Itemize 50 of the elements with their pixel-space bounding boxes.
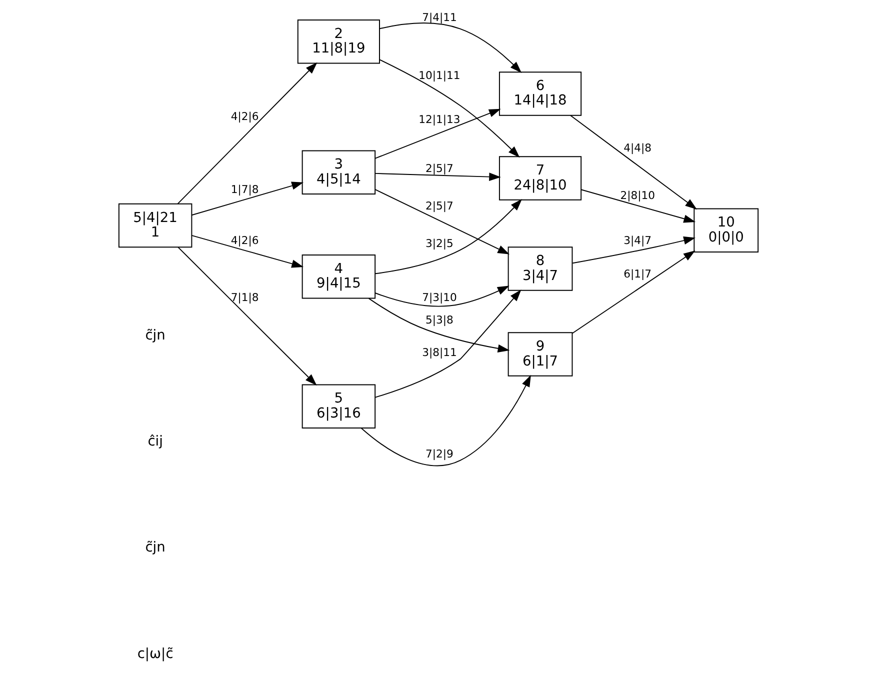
label: ĉij <box>148 433 163 450</box>
arrow <box>374 286 510 307</box>
node-box: 4 9|4|15 <box>302 254 376 299</box>
edge-label: 7|2|9 <box>426 447 454 460</box>
edge-label: 6|1|7 <box>624 267 652 280</box>
edge-label: 4|2|6 <box>230 110 259 124</box>
edge-label: 2|8|10 <box>620 188 655 202</box>
arrow <box>374 172 501 181</box>
arrow <box>379 22 522 73</box>
arrow <box>374 108 501 159</box>
arrow <box>572 250 696 334</box>
label: c|ω|c̃ <box>137 646 174 662</box>
node-box: 10 0|0|0 <box>694 208 759 253</box>
edge-label: 3|8|11 <box>422 346 457 360</box>
arrow <box>178 246 317 386</box>
node-box: 9 6|1|7 <box>508 332 573 376</box>
node-box: 5 6|3|16 <box>302 384 376 429</box>
node-box: 8 3|4|7 <box>508 246 573 291</box>
edge-label: 5|3|8 <box>426 314 454 327</box>
arrow <box>191 182 304 216</box>
arrow <box>177 62 318 204</box>
arrow <box>572 236 696 264</box>
arrow <box>570 114 698 210</box>
edge-label: 2|5|7 <box>426 162 454 176</box>
node-box: 7 24|8|10 <box>498 156 582 200</box>
edge-label: 10|1|11 <box>418 68 460 82</box>
node-box: 2 11|8|19 <box>297 19 380 64</box>
arrow <box>580 189 696 223</box>
node-box: 6 14|4|18 <box>498 72 582 116</box>
edge-label: 4|2|6 <box>230 234 259 247</box>
edge-label: 7|3|10 <box>422 290 457 304</box>
label: c̃jn <box>145 327 166 344</box>
edge-label: 1|7|8 <box>230 182 259 196</box>
edge-label: 7|1|8 <box>230 290 259 304</box>
node-box: 5|4|21 1 <box>118 203 192 248</box>
edge-label: 3|4|7 <box>624 234 652 247</box>
arrow <box>374 189 510 254</box>
arrow <box>379 59 520 158</box>
arrow <box>374 290 522 398</box>
edge-label: 4|4|8 <box>624 142 652 155</box>
edge-label: 3|2|5 <box>426 236 454 250</box>
label: c̃jn <box>145 540 166 556</box>
edge-label: 2|5|7 <box>426 200 454 213</box>
node-box: 3 4|5|14 <box>302 150 376 194</box>
arrow <box>368 298 510 353</box>
arrow <box>191 234 304 268</box>
edge-label: 12|1|13 <box>418 113 460 126</box>
edge-label: 7|4|11 <box>422 10 457 24</box>
arrow <box>360 374 531 466</box>
arrow <box>374 199 522 274</box>
